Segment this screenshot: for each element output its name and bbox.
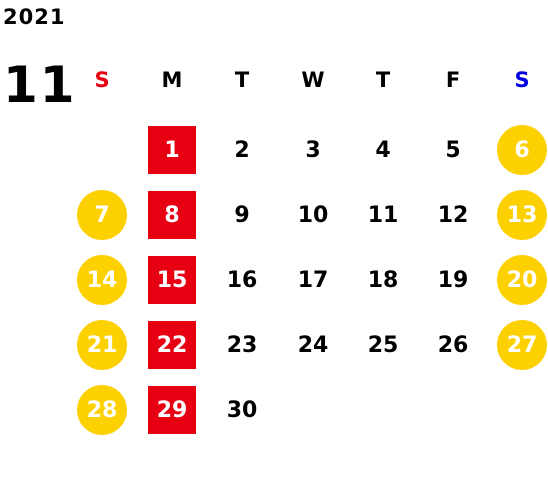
day-cell-highlighted: 8 — [148, 191, 196, 239]
day-cell: 12 — [437, 202, 469, 228]
day-cell: 4 — [375, 137, 391, 163]
day-cell-weekend: 14 — [77, 255, 127, 305]
day-cell-highlighted: 1 — [148, 126, 196, 174]
day-cell-weekend: 6 — [497, 125, 547, 175]
day-cell-weekend: 7 — [77, 190, 127, 240]
day-cell-weekend: 20 — [497, 255, 547, 305]
day-cell: 9 — [234, 202, 250, 228]
day-cell-weekend: 13 — [497, 190, 547, 240]
weekday-label-monday: M — [161, 68, 183, 92]
day-cell: 23 — [226, 332, 258, 358]
day-cell: 30 — [226, 397, 258, 423]
day-cell: 11 — [367, 202, 399, 228]
weekday-label-tuesday: T — [234, 68, 250, 92]
day-cell: 17 — [297, 267, 329, 293]
day-cell-highlighted: 15 — [148, 256, 196, 304]
day-cell: 19 — [437, 267, 469, 293]
weekday-label-friday: F — [445, 68, 461, 92]
day-cell: 16 — [226, 267, 258, 293]
day-cell: 5 — [445, 137, 461, 163]
weekday-label-wednesday: W — [301, 68, 325, 92]
year-label: 2021 — [3, 5, 66, 29]
day-cell: 3 — [305, 137, 321, 163]
day-cell: 25 — [367, 332, 399, 358]
day-cell-weekend: 28 — [77, 385, 127, 435]
day-cell: 10 — [297, 202, 329, 228]
day-cell-weekend: 21 — [77, 320, 127, 370]
weekday-label-saturday: S — [514, 68, 530, 92]
day-cell: 2 — [234, 137, 250, 163]
day-cell: 26 — [437, 332, 469, 358]
weekday-label-sunday: S — [94, 68, 110, 92]
month-number: 11 — [3, 56, 77, 114]
day-cell-highlighted: 22 — [148, 321, 196, 369]
weekday-label-thursday: T — [375, 68, 391, 92]
day-cell: 18 — [367, 267, 399, 293]
day-cell-weekend: 27 — [497, 320, 547, 370]
day-cell: 24 — [297, 332, 329, 358]
day-cell-highlighted: 29 — [148, 386, 196, 434]
